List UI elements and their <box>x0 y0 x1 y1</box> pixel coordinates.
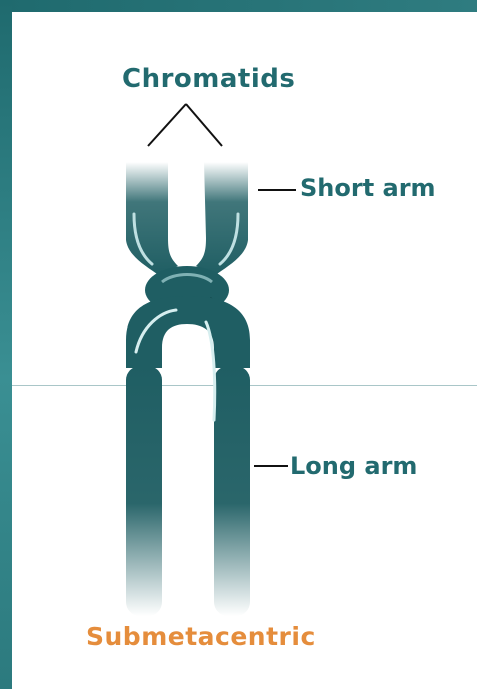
short-arm-label: Short arm <box>300 174 436 202</box>
long-arm-left-chromatid <box>126 366 162 616</box>
chromosome-type-label: Submetacentric <box>86 622 316 651</box>
short-arm-right-chromatid <box>196 162 248 276</box>
chromatids-pointer-left <box>148 104 186 146</box>
chromatids-label: Chromatids <box>122 64 295 94</box>
long-arm-right-chromatid <box>214 366 250 616</box>
long-arm-label: Long arm <box>290 452 417 480</box>
chromatids-pointer-right <box>186 104 222 146</box>
